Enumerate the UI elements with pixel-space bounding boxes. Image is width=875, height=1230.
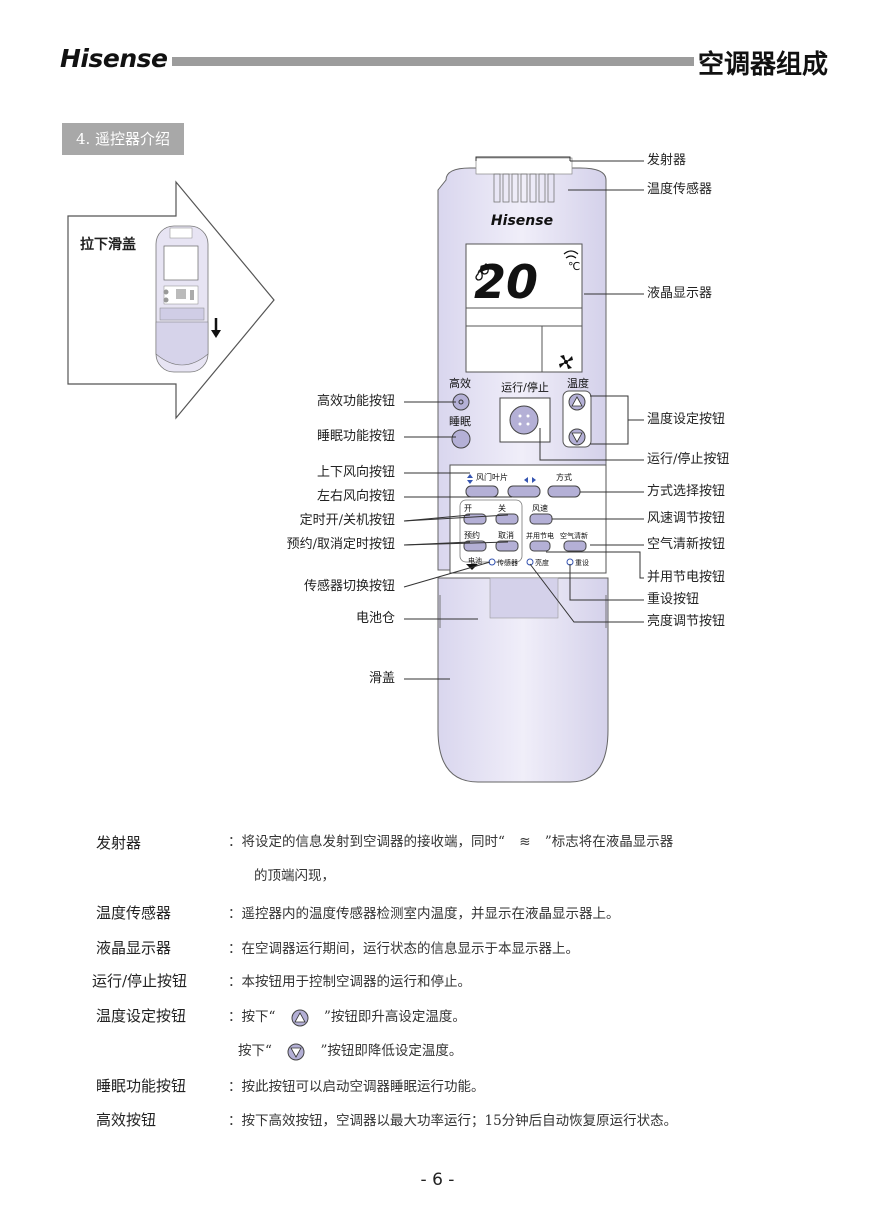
sleep-button[interactable] xyxy=(451,429,471,449)
callout-powersave: 并用节电按钮 xyxy=(647,570,726,585)
desc-name-lcd: 液晶显示器 xyxy=(96,939,172,957)
triangle-down-icon xyxy=(571,432,583,443)
inset-label: 拉下滑盖 xyxy=(80,237,136,253)
callout-sleep: 睡眠功能按钮 xyxy=(316,429,395,444)
temp-label: 温度 xyxy=(567,376,589,390)
desc-text-lcd: ：在空调器运行期间，运行状态的信息显示于本显示器上。 xyxy=(228,941,579,957)
desc-text-temp-down: 按下“ ”按钮即降低设定温度。 xyxy=(238,1043,463,1060)
powersave-button[interactable] xyxy=(529,540,551,552)
desc-text-sleep: ：按此按钮可以启动空调器睡眠运行功能。 xyxy=(228,1079,485,1095)
desc-text-run-stop: ：本按钮用于控制空调器的运行和停止。 xyxy=(228,974,471,990)
run-stop-button[interactable] xyxy=(499,397,551,443)
desc-text-temp-sensor: ：遥控器内的温度传感器检测室内温度，并显示在液晶显示器上。 xyxy=(228,906,620,922)
callout-lines xyxy=(403,156,644,680)
callout-clean: 空气清新按钮 xyxy=(647,537,726,552)
timer-cancel-button[interactable] xyxy=(495,540,519,552)
remote-illustration: Hisense 20 ℃ 高效 睡眠 运行/停止 温度 风门叶片 方式 开 关 … xyxy=(437,157,609,783)
brightness-button[interactable] xyxy=(526,558,534,566)
inset-arrow xyxy=(67,180,275,420)
header-bar xyxy=(172,57,694,66)
callout-bright: 亮度调节按钮 xyxy=(647,614,726,629)
off-label: 关 xyxy=(498,503,506,513)
callout-reset: 重设按钮 xyxy=(647,592,700,607)
air-clean-button[interactable] xyxy=(563,540,587,552)
leftright-vane-button[interactable] xyxy=(507,485,541,498)
triangle-up-icon xyxy=(571,396,583,407)
reset-label: 重设 xyxy=(575,558,589,567)
desc-name-temp-set: 温度设定按钮 xyxy=(96,1007,187,1025)
page-title: 空调器组成 xyxy=(698,50,829,80)
lcd-temperature: 20 xyxy=(474,255,538,309)
desc-name-run-stop: 运行/停止按钮 xyxy=(92,972,188,990)
desc-name-high: 高效按钮 xyxy=(96,1111,157,1129)
sleep-label: 睡眠 xyxy=(449,415,471,428)
desc-text-emitter-cont: 的顶端闪现， xyxy=(254,868,335,884)
battery-label: 电池 xyxy=(468,556,482,565)
remote-brand: Hisense xyxy=(491,213,553,229)
powersave-label: 并用节电 xyxy=(526,531,554,540)
on-label: 开 xyxy=(464,504,472,513)
mode-label: 方式 xyxy=(556,472,572,482)
callout-run-stop: 运行/停止按钮 xyxy=(647,452,730,467)
clean-label: 空气清新 xyxy=(560,531,588,540)
high-label: 高效 xyxy=(449,376,471,390)
section-title: 4. 遥控器介绍 xyxy=(62,123,184,155)
cancel-label: 取消 xyxy=(498,530,514,540)
desc-text-temp-up: ：按下“ ”按钮即升高设定温度。 xyxy=(228,1009,466,1026)
callout-leftright: 左右风向按钮 xyxy=(316,489,395,504)
callout-updown: 上下风向按钮 xyxy=(316,465,395,480)
bright-label: 亮度 xyxy=(535,558,549,567)
fan-icon xyxy=(559,355,573,369)
signal-icon xyxy=(563,250,579,259)
run-label: 运行/停止 xyxy=(501,380,549,394)
callout-cover: 滑盖 xyxy=(368,671,395,686)
set-label: 预约 xyxy=(464,530,480,540)
desc-text-high: ：按下高效按钮，空调器以最大功率运行；15分钟后自动恢复原运行状态。 xyxy=(228,1113,678,1129)
timer-off-button[interactable] xyxy=(495,513,519,525)
vane-label: 风门叶片 xyxy=(476,472,508,482)
brand-logo: Hisense xyxy=(60,44,168,73)
temp-down-icon xyxy=(287,1043,305,1060)
temp-up-icon xyxy=(291,1009,309,1026)
desc-name-temp-sensor: 温度传感器 xyxy=(96,904,172,922)
callout-fan: 风速调节按钮 xyxy=(647,511,726,526)
callout-temp-sensor: 温度传感器 xyxy=(647,182,713,197)
callout-sensor: 传感器切换按钮 xyxy=(303,579,395,594)
droplet-icon xyxy=(475,263,489,281)
fan-label: 风速 xyxy=(532,504,548,513)
page-number: - 6 - xyxy=(420,1170,455,1190)
sensor-label: 传感器 xyxy=(497,558,518,567)
signal-icon: ≋ xyxy=(519,834,531,850)
lcd-unit: ℃ xyxy=(568,260,580,273)
callout-high: 高效功能按钮 xyxy=(316,394,395,409)
callout-lcd: 液晶显示器 xyxy=(647,286,713,301)
callout-temp-set: 温度设定按钮 xyxy=(647,412,726,427)
callout-emitter: 发射器 xyxy=(647,153,687,168)
desc-name-sleep: 睡眠功能按钮 xyxy=(96,1077,187,1095)
callout-timer: 定时开/关机按钮 xyxy=(299,513,395,528)
callout-mode: 方式选择按钮 xyxy=(647,484,726,499)
desc-text-emitter: ：将设定的信息发射到空调器的接收端，同时“≋”标志将在液晶显示器 xyxy=(228,834,674,850)
callout-battery: 电池仓 xyxy=(355,611,395,626)
callout-reserve: 预约/取消定时按钮 xyxy=(286,537,395,552)
desc-name-emitter: 发射器 xyxy=(96,834,142,852)
